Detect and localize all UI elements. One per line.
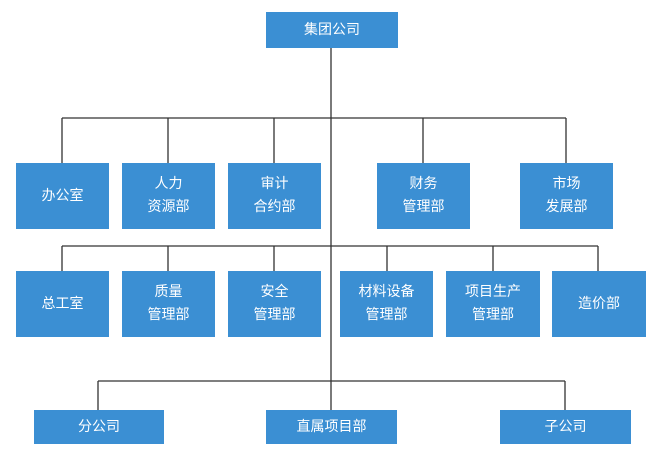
node-label: 总工室: [41, 295, 84, 312]
node-tier3: 直属项目部: [266, 410, 397, 444]
node-tier1: 办公室: [16, 163, 109, 229]
node-tier2: 总工室: [16, 271, 109, 337]
node-label: 办公室: [41, 187, 84, 204]
node-tier2: 质量 管理部: [122, 271, 215, 337]
node-tier1: 审计 合约部: [228, 163, 321, 229]
node-label: 安全 管理部: [253, 284, 296, 323]
node-label: 项目生产 管理部: [465, 284, 521, 323]
node-tier2: 安全 管理部: [228, 271, 321, 337]
node-label: 市场 发展部: [545, 176, 588, 215]
node-label: 直属项目部: [296, 418, 367, 435]
node-label: 财务 管理部: [402, 176, 445, 215]
node-tier2: 项目生产 管理部: [446, 271, 540, 337]
node-label: 质量 管理部: [147, 284, 190, 323]
node-label: 分公司: [78, 418, 120, 435]
node-tier2: 造价部: [552, 271, 646, 337]
node-label: 子公司: [544, 418, 587, 435]
node-label: 造价部: [578, 295, 620, 312]
node-label: 人力 资源部: [147, 176, 190, 215]
node-tier1: 人力 资源部: [122, 163, 215, 229]
node-tier1: 财务 管理部: [377, 163, 470, 229]
node-root: 集团公司: [266, 12, 398, 48]
node-tier2: 材料设备 管理部: [340, 271, 433, 337]
node-label: 集团公司: [304, 21, 360, 38]
node-tier1: 市场 发展部: [520, 163, 613, 229]
node-tier3: 子公司: [500, 410, 631, 444]
node-tier3: 分公司: [34, 410, 164, 444]
node-label: 审计 合约部: [253, 176, 296, 215]
node-label: 材料设备 管理部: [358, 284, 415, 323]
